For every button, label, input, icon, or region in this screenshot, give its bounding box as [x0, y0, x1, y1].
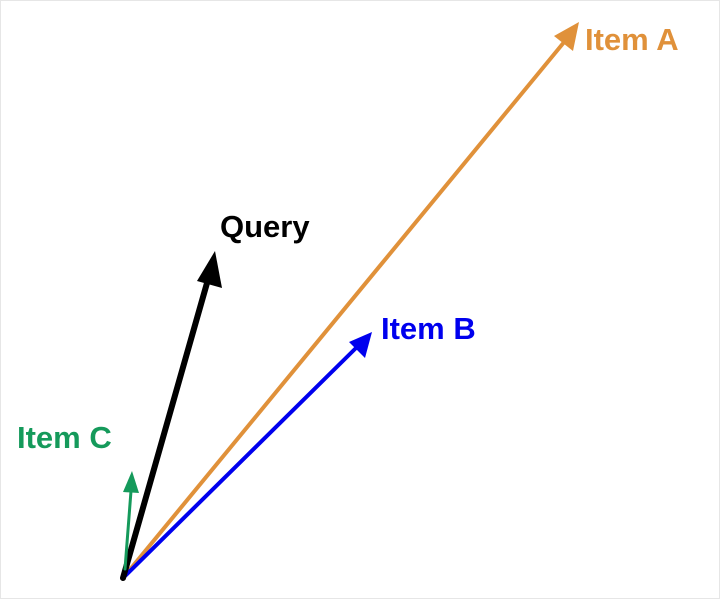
item-c-label: Item C — [17, 420, 112, 455]
item-c-arrowhead — [123, 471, 139, 493]
item-b-vector-shaft — [121, 345, 359, 580]
query-label: Query — [220, 209, 310, 244]
item-a-label: Item A — [585, 22, 679, 57]
item-a-vector-group: Item A — [121, 22, 679, 580]
item-b-label: Item B — [381, 311, 476, 346]
query-vector-shaft — [120, 273, 212, 581]
item-c-vector-group: Item C — [17, 420, 139, 571]
item-a-arrowhead — [554, 22, 579, 51]
query-arrowhead — [197, 251, 222, 288]
item-c-vector-shaft — [123, 489, 133, 571]
item-a-vector-shaft — [121, 39, 567, 580]
item-b-arrowhead — [349, 332, 372, 358]
query-vector-group: Query — [120, 209, 310, 581]
item-b-vector-group: Item B — [121, 311, 476, 580]
